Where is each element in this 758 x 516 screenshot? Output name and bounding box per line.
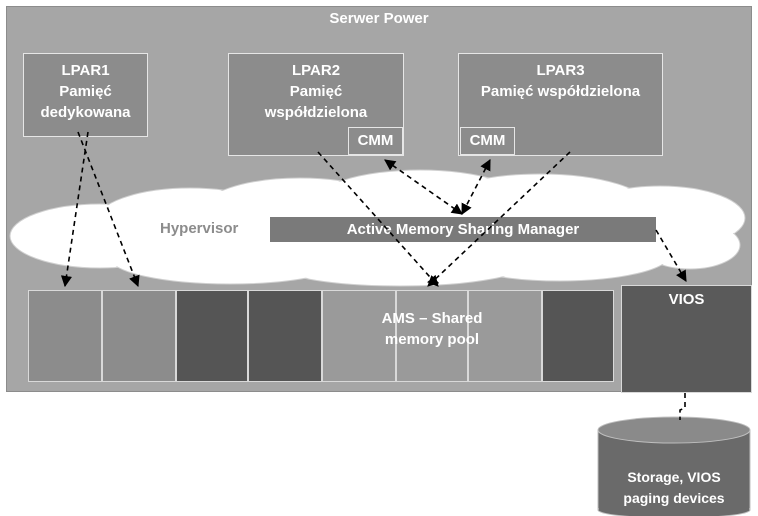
ams-manager-bar: Active Memory Sharing Manager (270, 217, 656, 242)
pool-label-line1: AMS – Shared (381, 310, 483, 327)
pool-cell (396, 290, 468, 382)
vios-storage-connector (679, 393, 686, 420)
pool-cell (322, 290, 396, 382)
cmm2-manager-arrow (384, 159, 463, 215)
lpar3-arrow (427, 151, 571, 287)
pool-cell (176, 290, 248, 382)
pool-cell (102, 290, 176, 382)
lpar1-arrow-1 (60, 131, 89, 288)
pool-cell (248, 290, 322, 382)
lpar1-memory-line1: Pamięć (59, 83, 112, 100)
lpar1-memory-line2: dedykowana (40, 104, 131, 121)
server-title: Serwer Power (329, 10, 429, 27)
pool-label-line2: memory pool (384, 331, 480, 348)
lpar3-name: LPAR3 (536, 62, 585, 79)
lpar1-arrow-2 (77, 131, 140, 288)
lpar2-memory-line2: współdzielona (264, 104, 368, 121)
memory-pool (28, 290, 614, 382)
storage-label-line2: paging devices (623, 490, 725, 506)
lpar1-box: LPAR1 Pamięć dedykowana (23, 53, 148, 137)
vios-box (621, 285, 752, 393)
lpar3-memory-line1: Pamięć współdzielona (480, 83, 641, 100)
cmm3-manager-arrow (461, 159, 491, 215)
lpar2-name: LPAR2 (291, 62, 341, 79)
manager-vios-arrow (655, 229, 687, 282)
storage-label-line1: Storage, VIOS (627, 469, 721, 485)
storage-label: Storage, VIOS paging devices (598, 467, 750, 509)
pool-cell (28, 290, 102, 382)
storage-cylinder (597, 416, 751, 516)
lpar1-name: LPAR1 (61, 62, 110, 79)
lpar2-memory-line1: Pamięć (289, 83, 343, 100)
pool-cell (542, 290, 614, 382)
lpar2-arrow (317, 151, 439, 287)
lpar2-cmm-box: CMM (348, 127, 403, 155)
pool-cell (468, 290, 542, 382)
lpar3-cmm-box: CMM (460, 127, 515, 155)
vios-label: VIOS (668, 291, 705, 308)
pool-label: AMS – Shared memory pool (322, 308, 542, 350)
hypervisor-label: Hypervisor (160, 220, 239, 237)
